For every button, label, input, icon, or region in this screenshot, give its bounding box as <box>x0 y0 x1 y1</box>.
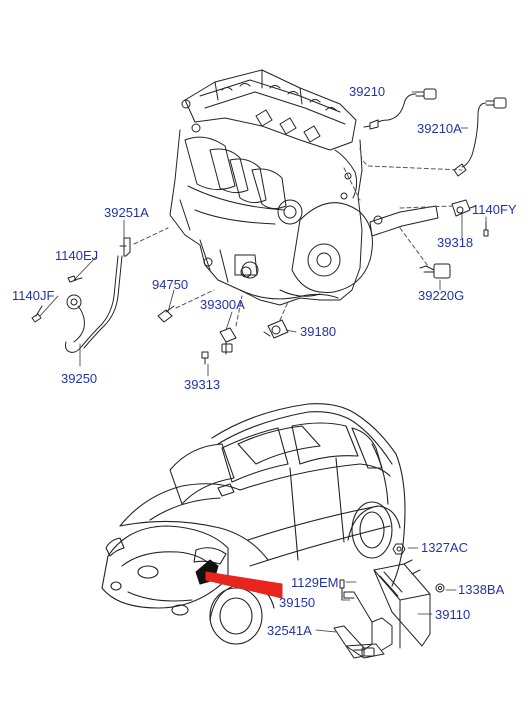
part-label-39150[interactable]: 39150 <box>279 595 316 610</box>
nut-1327ac <box>392 543 406 555</box>
bolt-39313 <box>201 351 209 365</box>
part-label-39210[interactable]: 39210 <box>349 84 386 99</box>
part-label-1140ej[interactable]: 1140EJ <box>55 248 99 263</box>
bolt-1140jf <box>31 305 43 323</box>
part-label-39313[interactable]: 39313 <box>184 377 221 392</box>
leader-lines <box>39 91 487 633</box>
ecu-module <box>373 559 431 649</box>
ecu-location-pointer <box>205 571 283 599</box>
part-label-1129em[interactable]: 1129EM <box>291 575 339 590</box>
hatchback-car <box>101 403 406 645</box>
sensor-94750 <box>157 305 175 323</box>
part-label-39110[interactable]: 39110 <box>435 607 471 622</box>
bracket-32541a <box>333 625 375 659</box>
part-label-39210a[interactable]: 39210A <box>417 121 462 136</box>
part-label-39318[interactable]: 39318 <box>437 235 474 250</box>
part-label-1327ac[interactable]: 1327AC <box>421 540 468 555</box>
nut-1338ba <box>435 583 445 593</box>
knock-sensor-harness <box>65 237 131 353</box>
oxygen-sensor-rear <box>453 97 507 177</box>
crank-position-sensor <box>219 327 237 355</box>
part-label-94750[interactable]: 94750 <box>152 277 189 292</box>
part-label-1140fy[interactable]: 1140FY <box>472 202 517 217</box>
sensor-39220g <box>419 263 451 279</box>
part-label-32541a[interactable]: 32541A <box>267 623 312 638</box>
part-label-39250[interactable]: 39250 <box>61 371 98 386</box>
part-label-39300a[interactable]: 39300A <box>200 297 245 312</box>
engine-assembly <box>169 69 439 306</box>
camshaft-position-sensor <box>451 199 477 217</box>
part-label-39251a[interactable]: 39251A <box>104 205 149 220</box>
part-label-1140jf[interactable]: 1140JF <box>12 288 55 303</box>
bolt-1129em <box>339 579 345 601</box>
bolt-1140ej <box>67 275 83 283</box>
part-label-1338ba[interactable]: 1338BA <box>458 582 505 597</box>
part-label-39220g[interactable]: 39220G <box>418 288 465 303</box>
sensor-39180 <box>263 319 289 339</box>
part-label-39180[interactable]: 39180 <box>300 324 337 339</box>
